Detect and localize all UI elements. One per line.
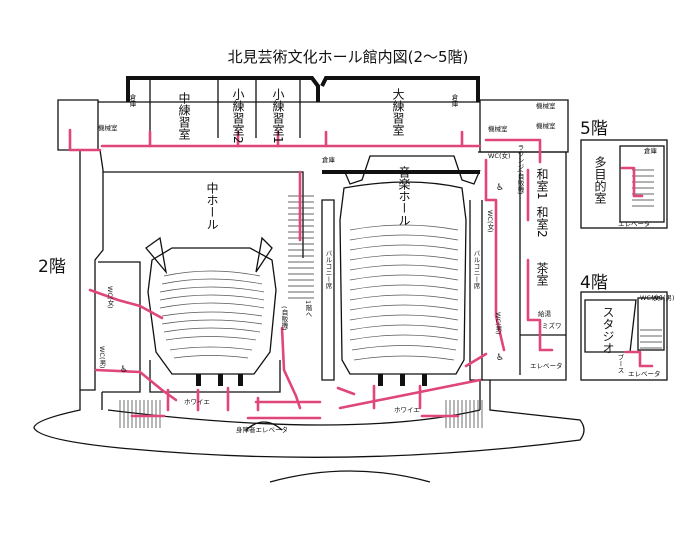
- label-kikai-left: 機械室: [98, 123, 118, 132]
- room-studio: スタジオ: [601, 306, 615, 354]
- label-lounge: ラウンジ(自販機): [516, 144, 524, 195]
- label-souko-hall: 倉庫: [322, 155, 336, 164]
- label-elevator-4f: エレベータ: [628, 369, 661, 378]
- label-balcony-left: バルコニー席: [324, 250, 332, 290]
- label-souko-right: 倉庫: [450, 93, 458, 109]
- label-kikai-right1: 機械室: [488, 124, 508, 133]
- floor5-box: [580, 139, 668, 229]
- map-title: 北見芸術文化ホール館内図(2～5階): [228, 48, 469, 66]
- label-souko-5f: 倉庫: [644, 146, 658, 155]
- label-lobby-stair: 1階へ: [304, 300, 312, 317]
- label-hall-vending: (自販機): [280, 306, 288, 331]
- label-elevator-accessible: 身障者エレベータ: [236, 425, 288, 434]
- label-mizumawari: ミズワ: [542, 321, 562, 330]
- label-wc-woman-4f: WC(女): [640, 293, 663, 302]
- floor-label-2f: 2階: [38, 257, 66, 277]
- room-sho-renshu1: 小練習室1: [271, 88, 285, 144]
- label-elevator-5f: エレベータ: [618, 219, 651, 228]
- room-cha: 茶室: [535, 261, 549, 286]
- label-wc-woman-right1: WC(女): [488, 151, 511, 160]
- label-souko-left: 倉庫: [128, 93, 136, 109]
- label-wc-man-4f: WC(男): [652, 294, 675, 302]
- floor-label-4f: 4階: [580, 273, 608, 293]
- accessible-icon: ♿: [120, 365, 128, 375]
- label-kyutou: 給湯: [538, 309, 552, 318]
- room-naka-renshu: 中練習室: [177, 91, 191, 140]
- room-wa2: 和室2: [535, 206, 549, 238]
- medium-hall: [145, 236, 281, 393]
- accessible-icon: ♿: [496, 183, 504, 193]
- floor-label-5f: 5階: [580, 119, 608, 139]
- room-booth: ブース: [616, 353, 624, 374]
- label-wc-woman-left: WC(女): [106, 286, 114, 309]
- label-kikai-right3: 機械室: [536, 101, 556, 110]
- room-dai-renshu: 大練習室: [391, 88, 405, 136]
- evacuation-routes: [68, 128, 654, 420]
- label-foyer-right: ホワイエ: [394, 406, 420, 414]
- room-wa1: 和室1: [535, 168, 549, 200]
- label-kikai-right2: 機械室: [536, 121, 556, 130]
- music-hall: [196, 155, 483, 386]
- label-balcony-right: バルコニー席: [472, 250, 480, 290]
- room-naka-hall: 中ホール: [205, 181, 219, 230]
- room-ongaku-hall: 音楽ホール: [397, 165, 411, 226]
- building-outline: [33, 76, 585, 483]
- label-wc-man-right: WC(男): [494, 312, 502, 335]
- lobby-stairs: [119, 400, 483, 428]
- label-elevator-main: エレベータ: [530, 361, 563, 370]
- accessible-icon: ♿: [496, 353, 504, 363]
- label-foyer-left: ホワイエ: [184, 398, 210, 406]
- label-wc-man-left: WC(男): [98, 346, 106, 369]
- label-wc-woman-right2: WC(女): [486, 210, 494, 233]
- floor4-box: [580, 291, 668, 381]
- room-sho-renshu2: 小練習室2: [231, 88, 245, 144]
- room-tamokuteki: 多目的室: [593, 156, 607, 204]
